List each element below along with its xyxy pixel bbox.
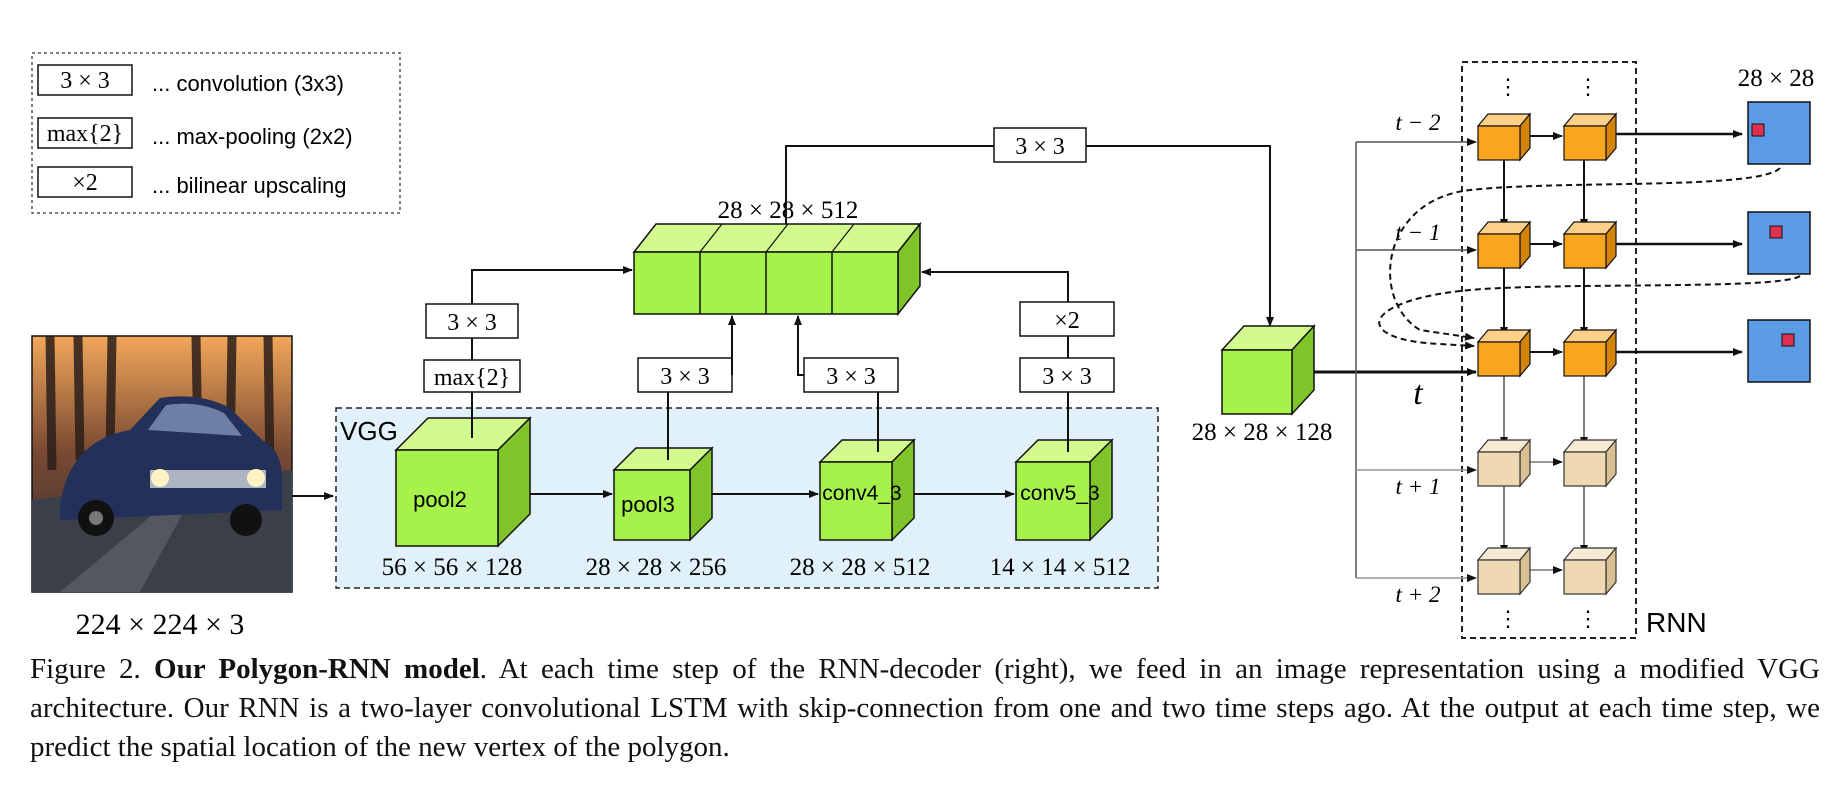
input-size-label: 224 × 224 × 3 xyxy=(76,608,245,641)
rnn-label: RNN xyxy=(1646,607,1707,638)
concat-block xyxy=(632,221,922,317)
vgg-label: VGG xyxy=(340,416,398,446)
time-label-t-plus-1: t + 1 xyxy=(1396,474,1441,499)
pool2-conv-label: 3 × 3 xyxy=(447,310,497,336)
legend-maxpool-box-label: max{2} xyxy=(47,121,123,147)
pool2-maxpool-label: max{2} xyxy=(434,365,510,391)
rnn-cell-t-minus-1-layer-1 xyxy=(1476,220,1532,270)
legend-upscale-desc: ... bilinear upscaling xyxy=(152,173,346,198)
figure-caption: Figure 2. Our Polygon-RNN model. At each… xyxy=(30,650,1820,767)
rnn-ellipsis-top-2: ⋮ xyxy=(1577,74,1599,99)
rnn-cell-t-layer-1 xyxy=(1476,328,1532,378)
conv4-3-block xyxy=(818,438,916,542)
rnn-cell-t-plus-1-layer-1 xyxy=(1476,438,1532,488)
legend-conv-desc: ... convolution (3x3) xyxy=(152,71,344,96)
feature-block xyxy=(1220,324,1316,416)
conv4-3-label: conv4_3 xyxy=(822,482,901,505)
concat-conv-box xyxy=(993,127,1087,163)
pool3-size-label: 28 × 28 × 256 xyxy=(586,554,727,581)
rnn-ellipsis-top-1: ⋮ xyxy=(1497,74,1519,99)
pool2-label: pool2 xyxy=(413,487,467,512)
rnn-cell-t-minus-2-layer-1 xyxy=(1476,112,1532,162)
pool2-maxpool-box xyxy=(423,359,521,393)
rnn-cell-t-plus-1-layer-2 xyxy=(1562,438,1618,488)
rnn-cell-t-plus-2-layer-2 xyxy=(1562,546,1618,596)
concat-conv-label: 3 × 3 xyxy=(1015,134,1065,160)
conv5-upscale-label: ×2 xyxy=(1054,308,1080,334)
caption-text: . At each time step of the RNN-decoder (… xyxy=(30,653,1820,763)
output-grid-t xyxy=(1747,319,1811,383)
rnn-cell-t-layer-2 xyxy=(1562,328,1618,378)
conv5-to-concat-arrow xyxy=(921,268,1069,302)
feature-size-label: 28 × 28 × 128 xyxy=(1192,419,1333,446)
rnn-ellipsis-bottom-1: ⋮ xyxy=(1497,606,1519,631)
rnn-cell-t-plus-2-layer-1 xyxy=(1476,546,1532,596)
time-label-t-minus-1: t − 1 xyxy=(1396,220,1441,245)
time-label-t: t xyxy=(1413,375,1424,412)
conv4-conv-label: 3 × 3 xyxy=(826,364,876,390)
rnn-cell-t-minus-1-layer-2 xyxy=(1562,220,1618,270)
caption-prefix: Figure 2. xyxy=(30,653,155,685)
time-label-t-minus-2: t − 2 xyxy=(1396,110,1441,135)
pool3-block xyxy=(612,446,714,542)
conv5-3-block xyxy=(1014,438,1114,542)
pool3-conv-label: 3 × 3 xyxy=(660,364,710,390)
conv5-3-label: conv5_3 xyxy=(1020,482,1099,505)
conv4-to-concat-arrow xyxy=(794,315,804,376)
output-size-label: 28 × 28 xyxy=(1738,65,1815,92)
rnn-cell-t-minus-2-layer-2 xyxy=(1562,112,1618,162)
output-grid-t-minus-2 xyxy=(1747,101,1811,165)
caption-title: Our Polygon-RNN model xyxy=(154,653,480,685)
concat-size-label: 28 × 28 × 512 xyxy=(718,197,859,224)
time-label-t-plus-2: t + 2 xyxy=(1396,582,1441,607)
rnn-region xyxy=(1461,61,1637,639)
legend: 3 × 3 ... convolution (3x3) max{2} ... m… xyxy=(31,52,401,214)
legend-conv-box-label: 3 × 3 xyxy=(60,68,110,94)
pool2-to-concat-arrow xyxy=(471,266,633,304)
legend-maxpool-box xyxy=(37,117,133,149)
pool2-size-label: 56 × 56 × 128 xyxy=(382,554,523,581)
skip-connection-curve-2 xyxy=(1378,275,1801,350)
legend-conv-box xyxy=(37,64,133,96)
pool3-conv-box xyxy=(637,357,733,393)
legend-maxpool-desc: ... max-pooling (2x2) xyxy=(152,124,353,149)
conv5-conv-box xyxy=(1019,357,1115,393)
legend-upscale-box-label: ×2 xyxy=(72,170,98,196)
skip-connection-curve-1 xyxy=(1389,167,1781,341)
output-grid-t-minus-1 xyxy=(1747,211,1811,275)
conv4-3-size-label: 28 × 28 × 512 xyxy=(790,554,931,581)
pool3-label: pool3 xyxy=(621,492,675,517)
input-image xyxy=(31,335,293,593)
conv5-conv-label: 3 × 3 xyxy=(1042,364,1092,390)
conv5-3-size-label: 14 × 14 × 512 xyxy=(990,554,1131,581)
legend-upscale-box xyxy=(37,166,133,198)
conv4-conv-box xyxy=(803,357,899,393)
pool2-block xyxy=(394,416,532,548)
rnn-ellipsis-bottom-2: ⋮ xyxy=(1577,606,1599,631)
